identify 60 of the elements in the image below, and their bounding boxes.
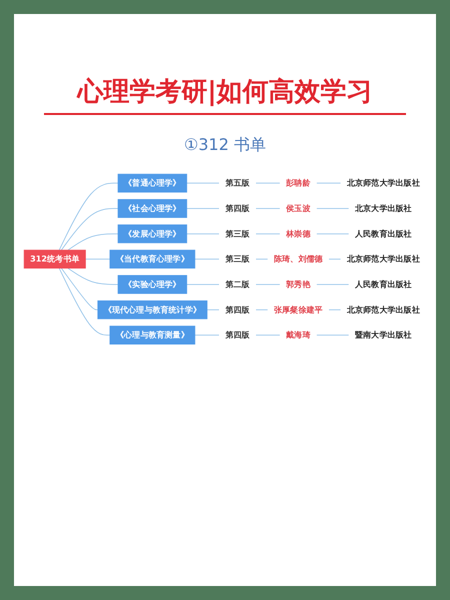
connector bbox=[85, 258, 110, 260]
connector bbox=[68, 268, 118, 285]
connector bbox=[255, 284, 280, 285]
node-box bbox=[110, 326, 196, 344]
node-box bbox=[118, 174, 188, 193]
node-text: 人民教育出版社 bbox=[355, 228, 412, 238]
connector bbox=[328, 309, 342, 310]
connector bbox=[316, 334, 350, 336]
connector bbox=[58, 182, 118, 250]
node-text: 张厚粲徐建平 bbox=[274, 304, 323, 314]
connector bbox=[255, 258, 268, 260]
node-text: 第四版 bbox=[225, 203, 250, 214]
node-text: 北京师范大学出版社 bbox=[346, 304, 420, 314]
connector bbox=[61, 208, 118, 250]
node-text: 暨南大学出版社 bbox=[355, 330, 412, 340]
node-text: 第四版 bbox=[225, 304, 250, 314]
connector bbox=[255, 334, 280, 336]
node-text: 侯玉波 bbox=[286, 203, 310, 214]
connector bbox=[186, 233, 220, 234]
node-text: 第三版 bbox=[225, 254, 250, 264]
node-box bbox=[24, 250, 86, 269]
subtitle: ①312 书单 bbox=[184, 135, 266, 154]
node-text: 戴海琦 bbox=[286, 330, 310, 340]
mind-map: 312统考书单 《普通心理学》 第五版 彭聃龄 北京师范大学出版社 《社会心理学》 第四版 侯玉波 北京大学出版社 《发展心理学》 第三版 林崇德 人民教育出版社 《当代教育心理学》 第三版 陈琦、刘儒德 北京师范大学出版社 《实验心理学》 第二版 郭秀艳 人民教育出版社 《现代心理与教育统计学》 第四版 张厚粲徐建平 北京师范大学出版社 《心理与教育测量》 第四版 戴海琦 暨南大学出版社 bbox=[20, 170, 430, 348]
node-box bbox=[118, 275, 188, 294]
node-box bbox=[118, 224, 188, 244]
connector bbox=[255, 309, 268, 310]
node-box bbox=[118, 199, 188, 218]
connector bbox=[255, 182, 280, 184]
connector bbox=[255, 233, 280, 234]
connector bbox=[194, 258, 220, 260]
connector bbox=[68, 233, 118, 250]
node-box bbox=[97, 300, 208, 320]
node-text: 人民教育出版社 bbox=[355, 279, 412, 290]
node-text: 第三版 bbox=[225, 228, 250, 238]
connector bbox=[328, 258, 342, 260]
connector bbox=[186, 208, 220, 209]
node-text: 第四版 bbox=[225, 330, 250, 340]
connector bbox=[186, 284, 220, 285]
connector bbox=[316, 208, 350, 209]
node-text: 郭秀艳 bbox=[286, 279, 310, 290]
connector bbox=[316, 182, 342, 184]
connector bbox=[316, 233, 350, 234]
node-text: 林崇德 bbox=[286, 228, 310, 238]
connector bbox=[206, 309, 220, 310]
connector bbox=[58, 268, 110, 336]
title: 心理学考研|如何高效学习 bbox=[44, 74, 406, 115]
node-text: 第五版 bbox=[225, 178, 250, 188]
node-text: 北京师范大学出版社 bbox=[346, 254, 420, 264]
node-box bbox=[110, 250, 196, 269]
node-text: 彭聃龄 bbox=[286, 178, 310, 188]
node-text: 第二版 bbox=[225, 279, 250, 290]
connector bbox=[316, 284, 350, 285]
node-text: 北京大学出版社 bbox=[355, 203, 412, 214]
connector bbox=[186, 182, 220, 184]
connector bbox=[255, 208, 280, 209]
node-text: 陈琦、刘儒德 bbox=[274, 254, 323, 264]
connector bbox=[194, 334, 220, 336]
connector bbox=[61, 268, 98, 310]
node-text: 北京师范大学出版社 bbox=[346, 178, 420, 188]
